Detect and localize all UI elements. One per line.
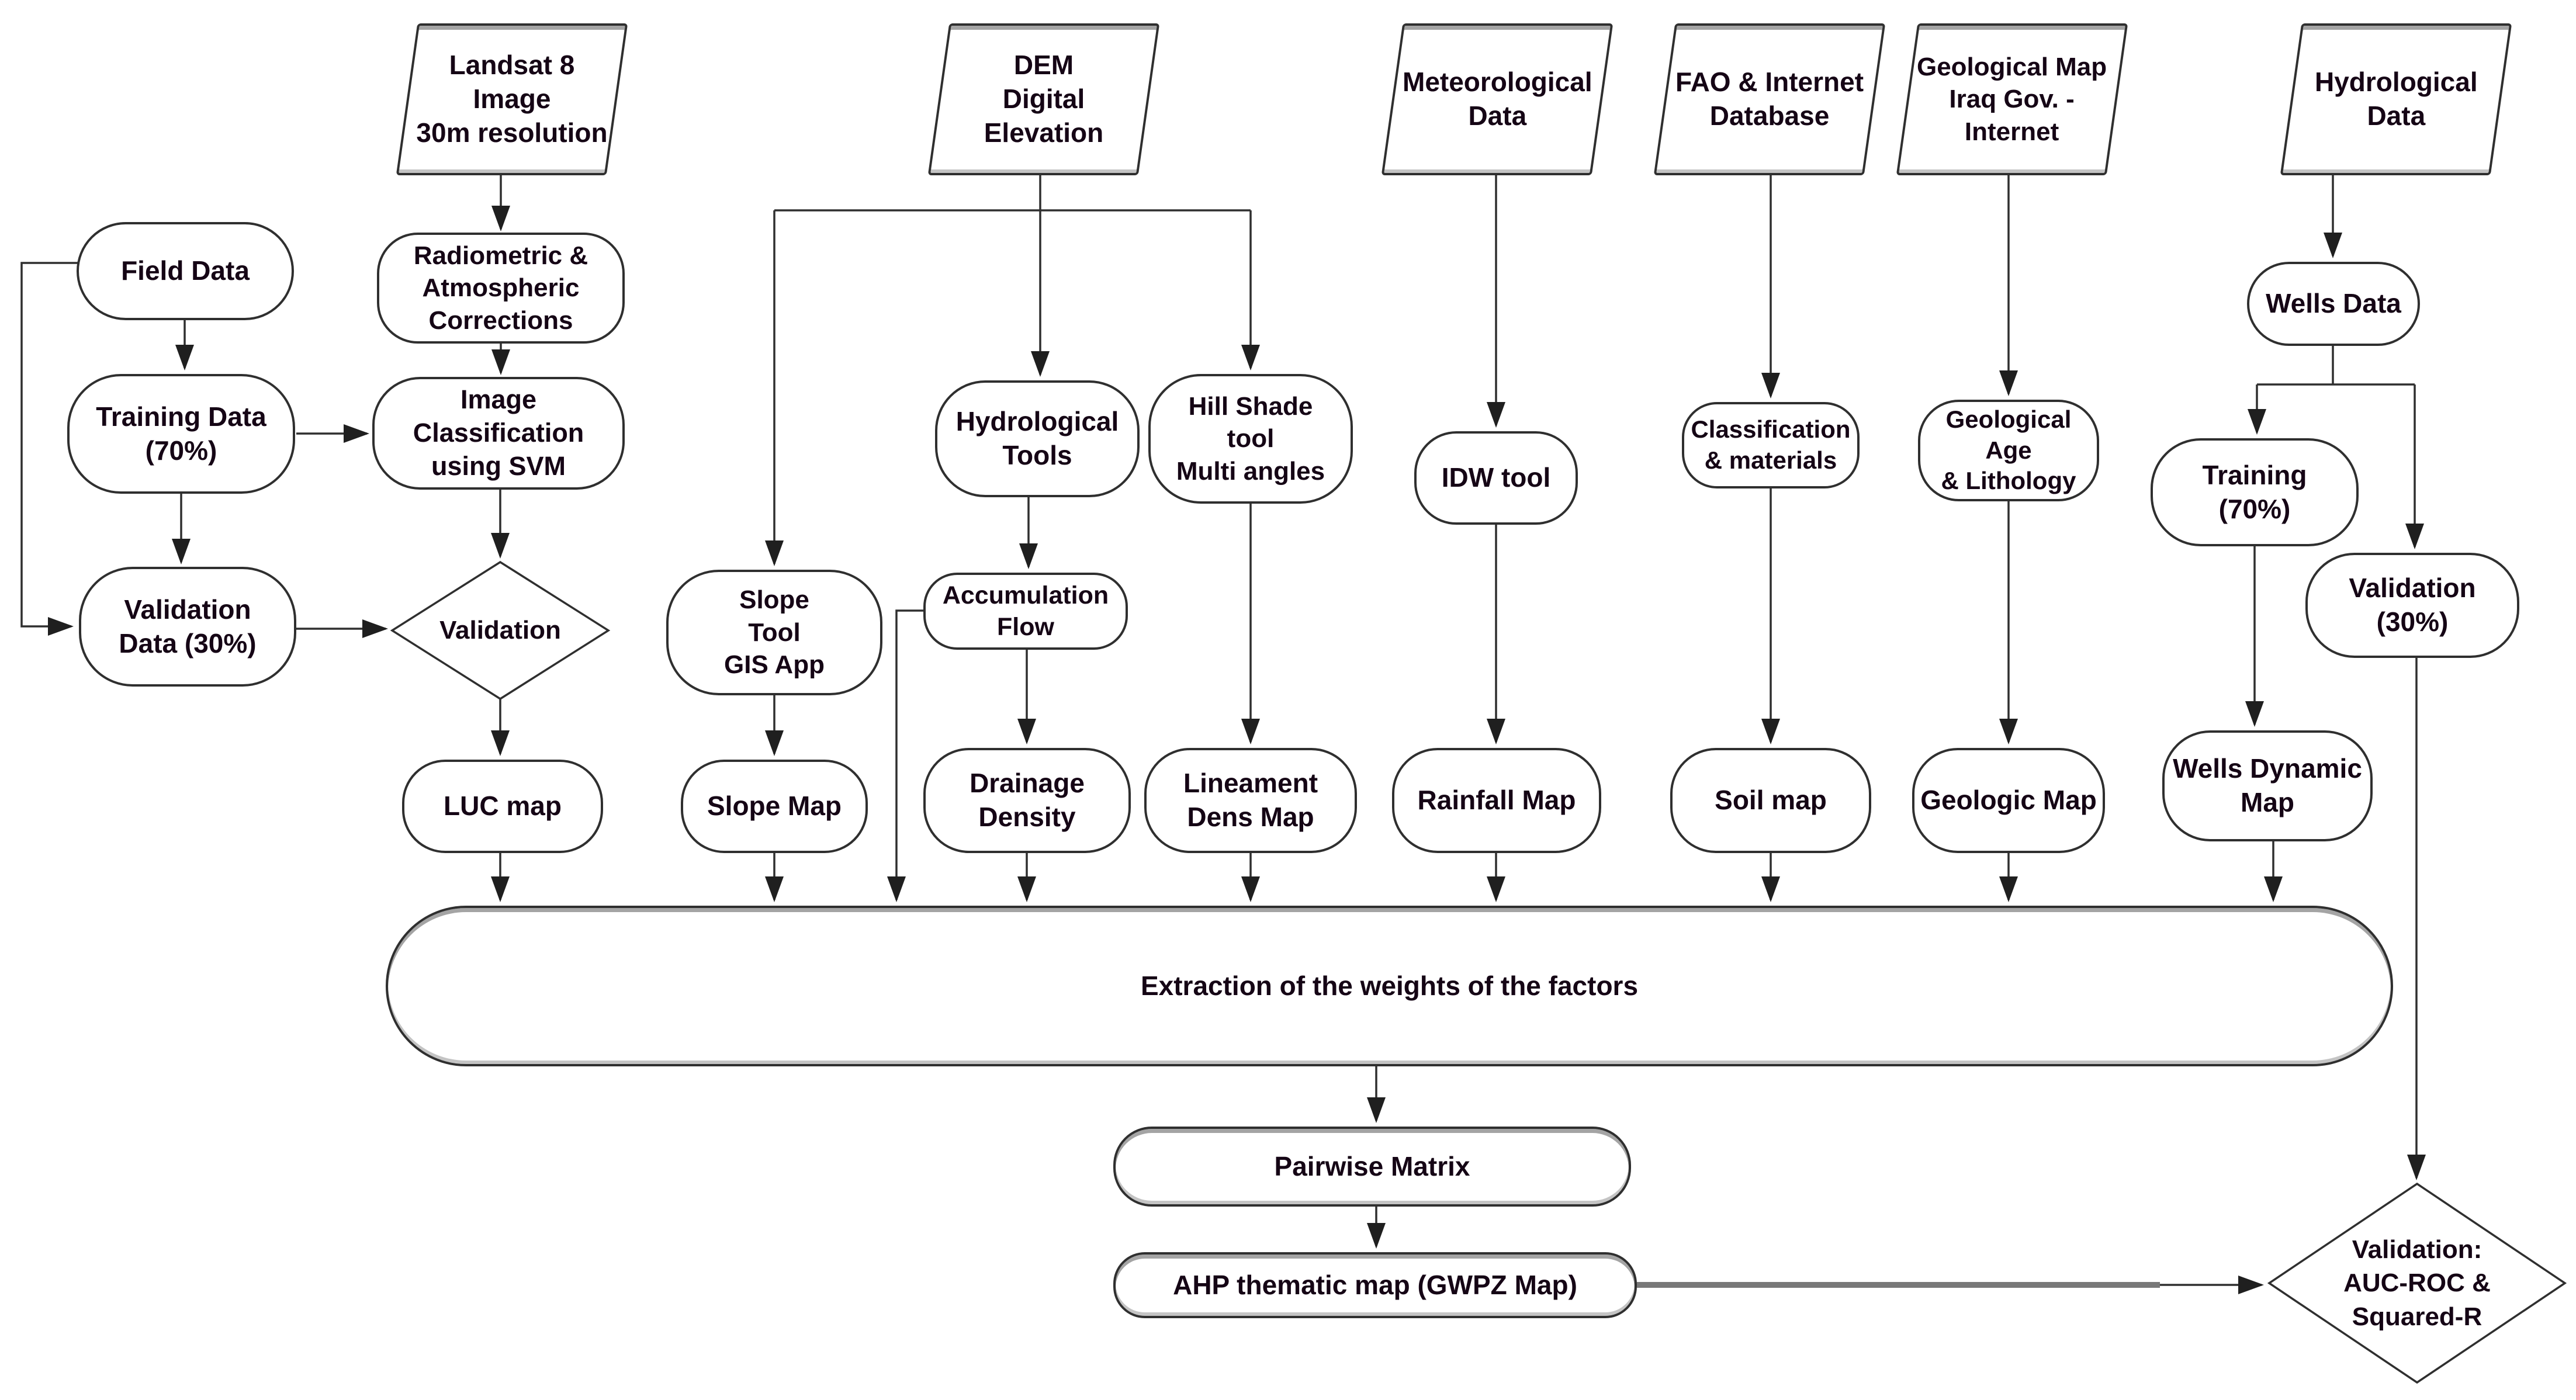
aucroc-diamond-shape bbox=[2267, 1182, 2567, 1384]
node-drainage-density: Drainage Density bbox=[923, 748, 1131, 853]
node-soil-map: Soil map bbox=[1670, 748, 1871, 853]
node-pairwise-matrix: Pairwise Matrix bbox=[1113, 1127, 1631, 1207]
node-field-data: Field Data bbox=[77, 222, 294, 320]
node-wells-training: Training (70%) bbox=[2151, 438, 2359, 546]
node-slope-tool: Slope Tool GIS App bbox=[666, 570, 882, 695]
node-classification-materials: Classification & materials bbox=[1682, 402, 1860, 488]
validation-diamond-shape bbox=[390, 560, 611, 701]
node-validation-auc-roc: Validation: AUC-ROC & Squared-R bbox=[2343, 1235, 2491, 1331]
node-extraction-weights: Extraction of the weights of the factors bbox=[386, 906, 2393, 1066]
node-accumulation-flow: Accumulation Flow bbox=[923, 573, 1128, 650]
node-idw-tool: IDW tool bbox=[1414, 431, 1578, 525]
node-hydrological-data: Hydrological Data bbox=[2280, 23, 2512, 175]
node-luc-map: LUC map bbox=[402, 760, 603, 853]
node-wells-validation: Validation (30%) bbox=[2305, 553, 2519, 658]
node-validation-decision: Validation bbox=[439, 616, 561, 645]
node-geological-age-lithology: Geological Age & Lithology bbox=[1918, 400, 2099, 501]
node-lineament-density-map: Lineament Dens Map bbox=[1144, 748, 1357, 853]
node-image-classification-svm: Image Classification using SVM bbox=[372, 377, 625, 490]
node-landsat-image: Landsat 8 Image 30m resolution bbox=[396, 23, 628, 175]
node-hydrological-tools: Hydrological Tools bbox=[935, 380, 1140, 497]
node-radiometric-corrections: Radiometric & Atmospheric Corrections bbox=[377, 233, 625, 344]
node-wells-data: Wells Data bbox=[2247, 262, 2420, 346]
node-validation-data: Validation Data (30%) bbox=[79, 567, 296, 687]
node-dem: DEM Digital Elevation bbox=[927, 23, 1160, 175]
node-hill-shade-tool: Hill Shade tool Multi angles bbox=[1148, 374, 1353, 504]
node-geological-map-iraq: Geological Map Iraq Gov. - Internet bbox=[1896, 23, 2128, 175]
node-meteorological-data: Meteorological Data bbox=[1381, 23, 1614, 175]
node-fao-internet-database: FAO & Internet Database bbox=[1653, 23, 1886, 175]
node-geologic-map: Geologic Map bbox=[1912, 748, 2105, 853]
node-training-data: Training Data (70%) bbox=[67, 374, 295, 494]
node-rainfall-map: Rainfall Map bbox=[1392, 748, 1601, 853]
node-wells-dynamic-map: Wells Dynamic Map bbox=[2162, 730, 2373, 841]
connector-accumulation-extraction bbox=[887, 609, 923, 902]
node-slope-map: Slope Map bbox=[681, 760, 868, 853]
connector-fielddata-validationdata-loop bbox=[20, 262, 79, 636]
node-ahp-thematic-map: AHP thematic map (GWPZ Map) bbox=[1113, 1252, 1637, 1318]
